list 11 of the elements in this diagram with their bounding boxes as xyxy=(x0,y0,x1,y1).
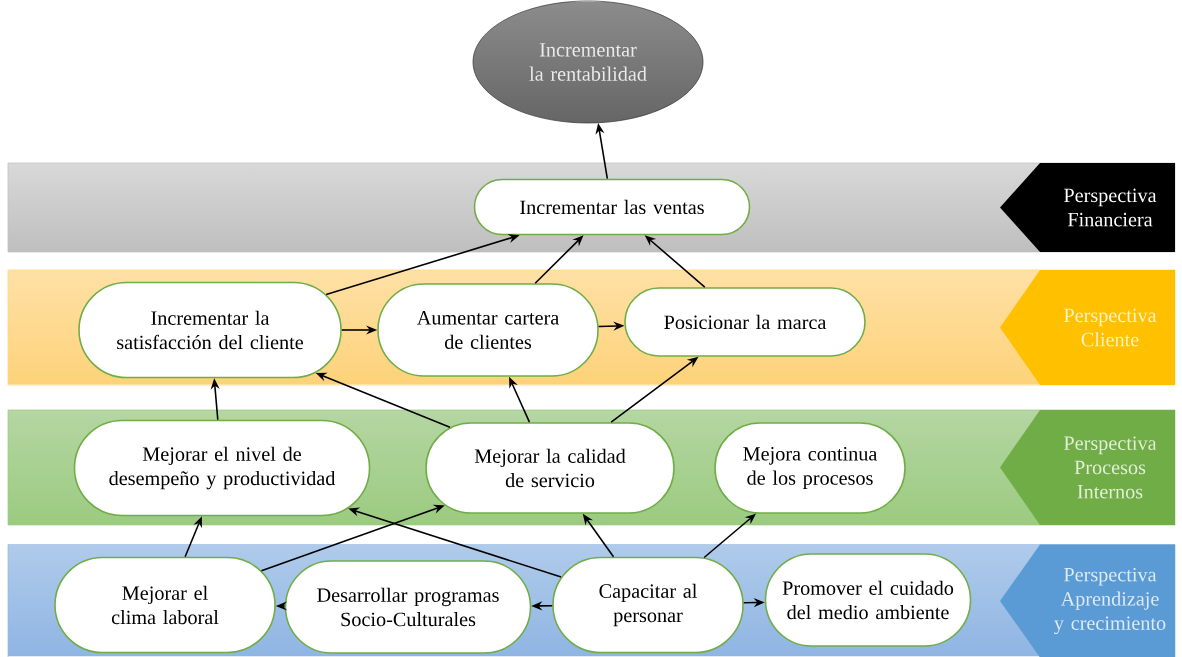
objective-box: Incrementar las ventas xyxy=(473,178,751,236)
objective-box: Promover el cuidado del medio ambiente xyxy=(764,553,972,647)
objective-box: Incrementar la satisfacción del cliente xyxy=(78,281,342,379)
objective-box: Capacitar al personar xyxy=(552,556,744,654)
objective-box: Mejorar el clima laboral xyxy=(54,556,276,654)
objective-box: Mejorar el nivel de desempeño y productividad xyxy=(73,419,371,517)
objective-box: Mejorar la calidad de servicio xyxy=(425,422,675,514)
objective-box: Mejora continua de los procesos xyxy=(714,422,906,514)
objective-box: Aumentar cartera de clientes xyxy=(377,283,599,377)
objective-box: Desarrollar programas Socio-Culturales xyxy=(284,560,532,654)
objective-box: Posicionar la marca xyxy=(624,287,866,357)
